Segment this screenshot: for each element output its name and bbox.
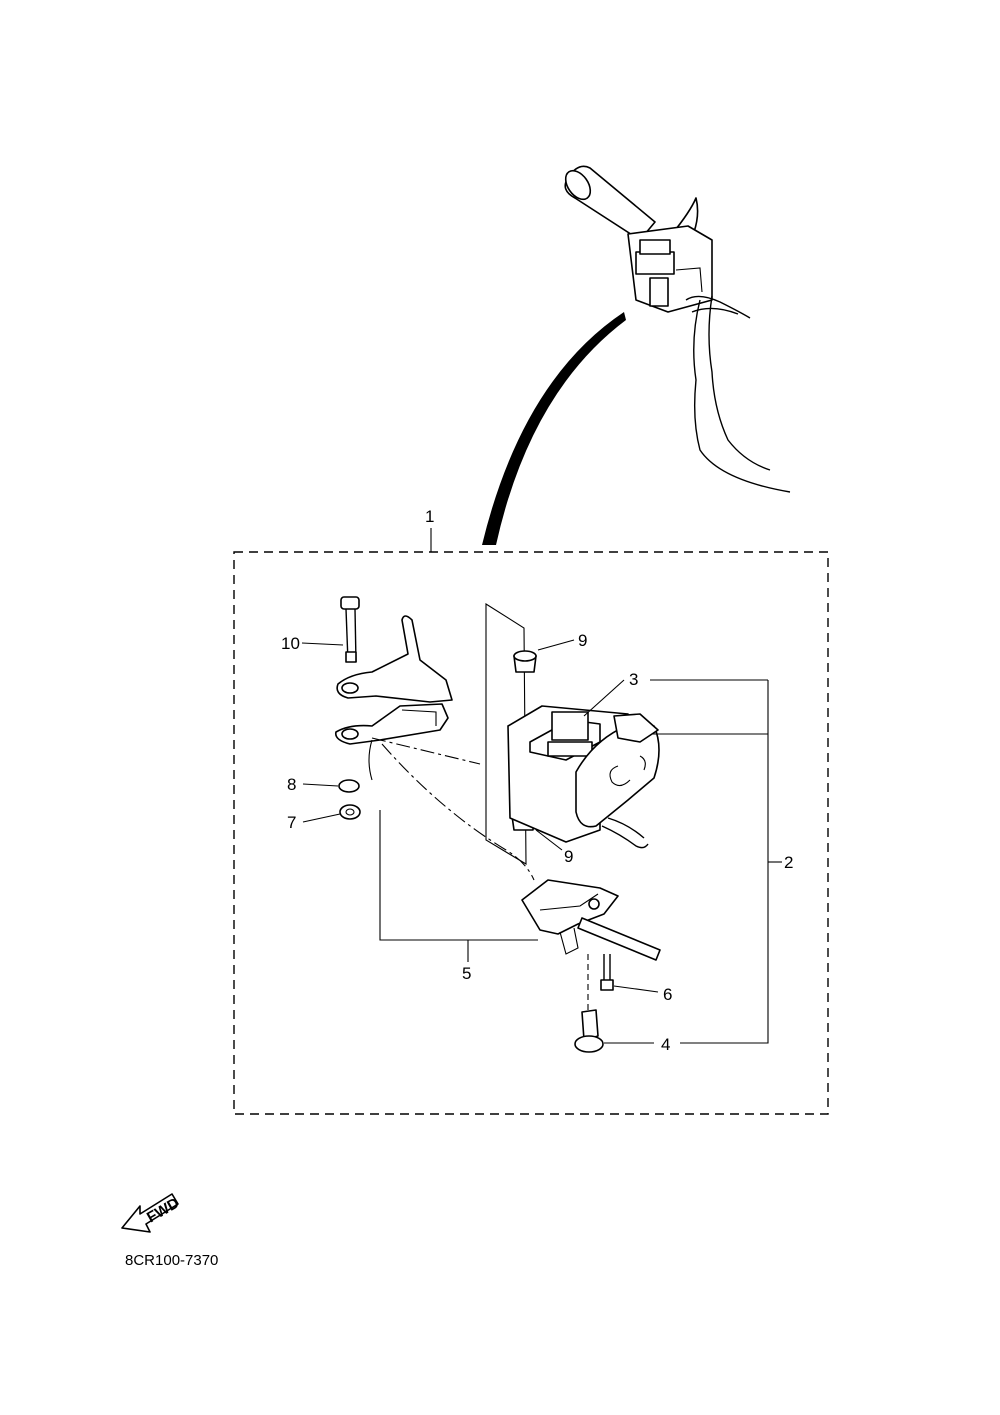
callout-10: 10 [281,634,300,653]
bracket-illustration [334,596,453,820]
assembly-box [233,551,829,1115]
handlebar-illustration [564,165,791,493]
callout-6: 6 [663,985,672,1004]
fwd-arrow-icon: FWD [121,1193,182,1233]
callout-2: 2 [784,853,793,872]
callout-7: 7 [287,813,296,832]
callout-5: 5 [462,964,471,983]
callout-8: 8 [287,775,296,794]
switch-unit-illustration [507,705,660,849]
callout-9-top: 9 [578,631,587,650]
phantom-line [381,743,535,881]
diagram-code: 8CR100-7370 [125,1252,218,1269]
callout-1: 1 [425,507,434,526]
callout-9-bottom: 9 [564,847,573,866]
lever-assembly-illustration [521,879,661,1053]
mounting-plane [485,603,527,865]
leader-swoosh [482,312,626,545]
callout-4: 4 [661,1035,670,1054]
callout-3: 3 [629,670,638,689]
